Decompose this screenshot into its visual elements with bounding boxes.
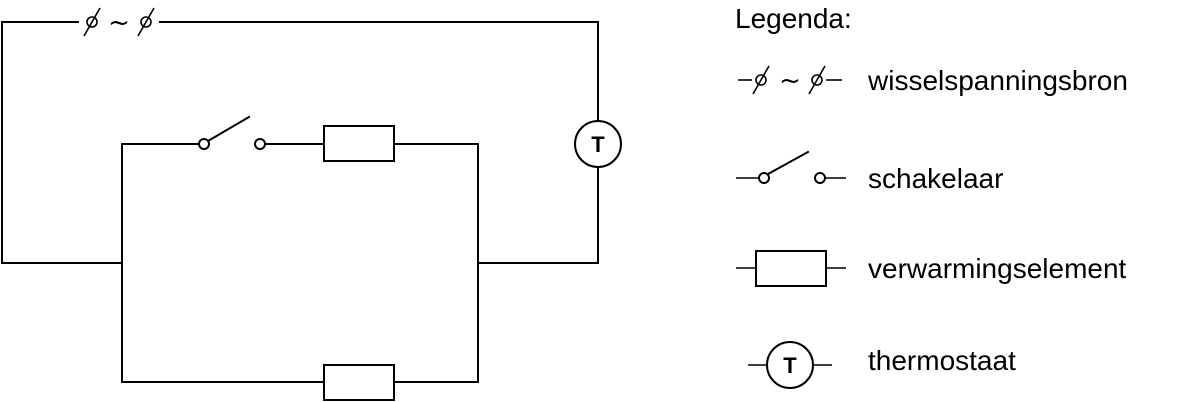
legend-ac-source-icon: ~ bbox=[738, 65, 842, 96]
ac-source-glyph: ~ bbox=[108, 8, 130, 38]
wire-branch-left bbox=[121, 143, 325, 383]
heating-element-upper bbox=[323, 125, 395, 162]
legend-heating-element-icon bbox=[736, 250, 846, 287]
circuit: ~ T bbox=[1, 7, 622, 401]
legend-switch-icon bbox=[736, 150, 846, 184]
switch-icon bbox=[198, 115, 325, 150]
heating-element-lower bbox=[323, 364, 395, 401]
ac-source-icon: ~ bbox=[83, 7, 155, 38]
legend-label-switch: schakelaar bbox=[868, 163, 1003, 194]
thermostat-icon: T bbox=[574, 120, 622, 168]
thermostat-letter: T bbox=[591, 132, 605, 157]
wire-top-left bbox=[1, 21, 123, 264]
legend-title: Legenda: bbox=[735, 3, 852, 34]
legend-label-thermostat: thermostaat bbox=[868, 345, 1016, 376]
svg-text:~: ~ bbox=[779, 66, 801, 96]
wire-top-right bbox=[159, 21, 599, 122]
legend-thermostat-icon: T bbox=[748, 341, 832, 389]
wire-right-down bbox=[477, 166, 599, 264]
legend: Legenda: ~ wisselspanningsbron schakelaa… bbox=[735, 3, 1128, 389]
svg-text:T: T bbox=[783, 353, 797, 378]
legend-label-ac-source: wisselspanningsbron bbox=[867, 65, 1128, 96]
legend-label-heating-element: verwarmingselement bbox=[868, 253, 1127, 284]
wire-branch-right bbox=[393, 143, 479, 383]
